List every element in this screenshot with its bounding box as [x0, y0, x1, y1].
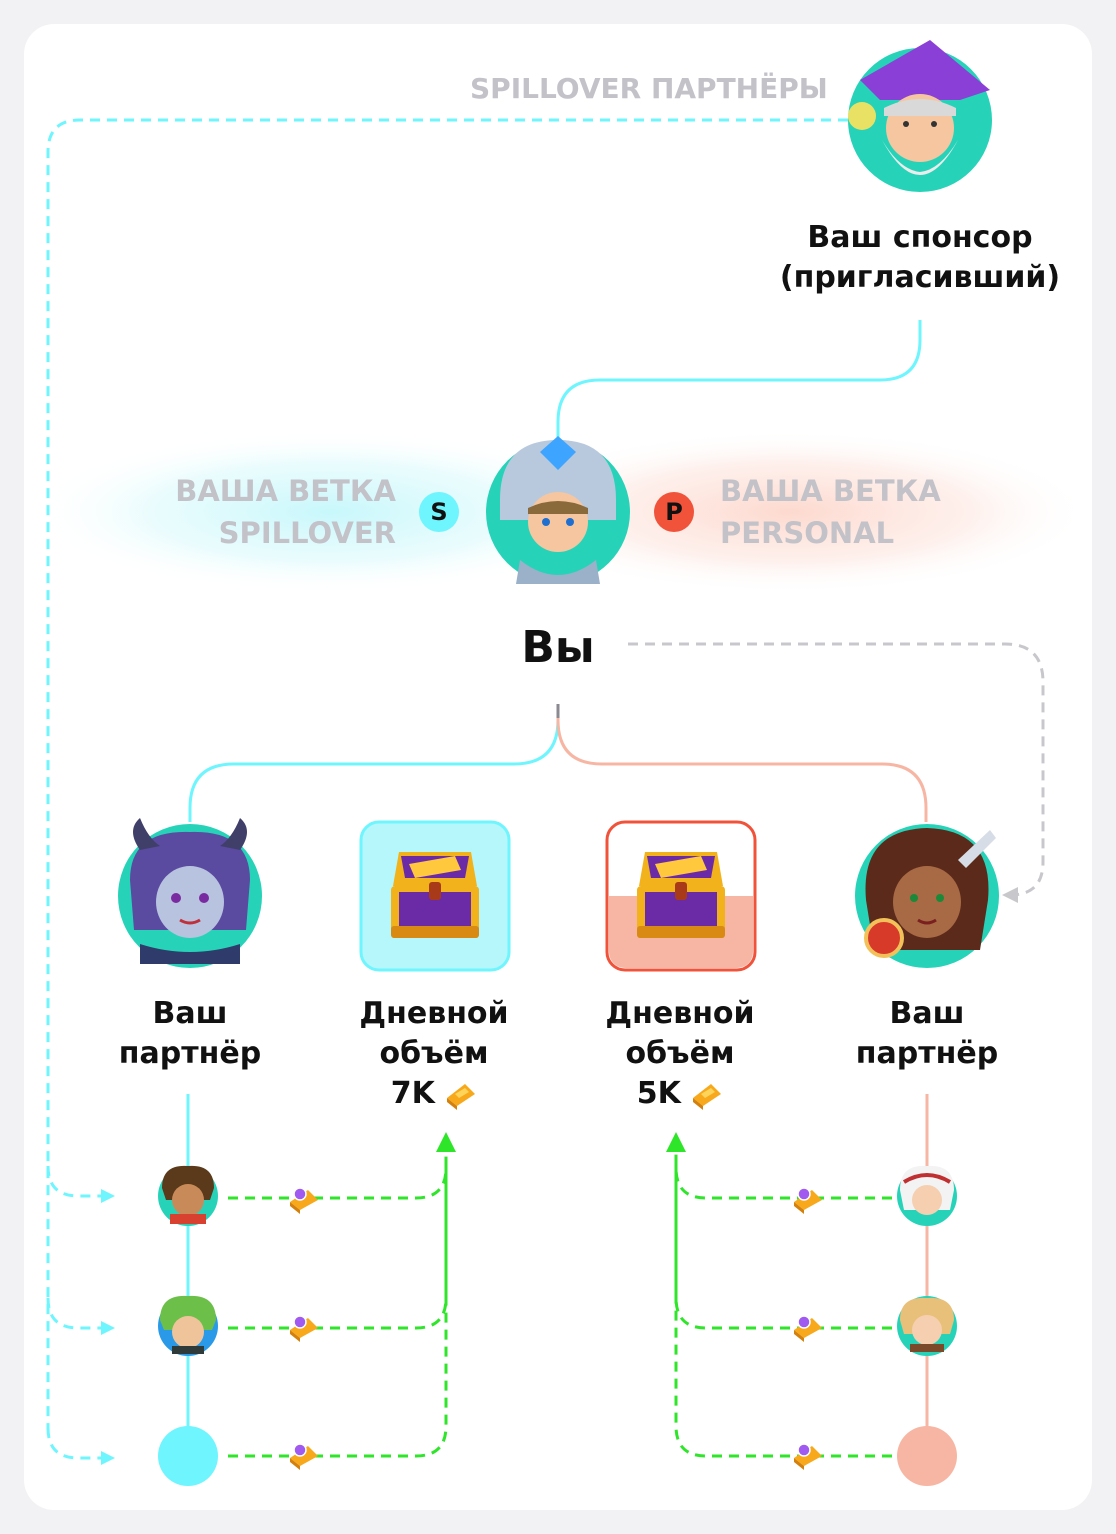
right-volume-amount-row: 5K	[580, 1074, 780, 1114]
spillover-glow	[30, 430, 630, 594]
personal-dashed-line	[628, 642, 1045, 903]
spillover-branch-line	[188, 706, 560, 822]
right-volume-flow	[674, 1146, 892, 1458]
left-partner-line1: Ваш	[152, 996, 228, 1031]
you-label: Вы	[521, 622, 595, 673]
personal-empty-slot	[897, 1426, 957, 1486]
treasure-chest-icon	[391, 852, 479, 938]
coin-icon	[794, 1315, 822, 1342]
spillover-arrow-2	[46, 1297, 115, 1335]
coin-icon	[290, 1443, 318, 1470]
coin-icon	[794, 1443, 822, 1470]
sponsor-connector	[556, 320, 922, 440]
right-volume-arrow	[666, 1132, 686, 1152]
personal-branch-line	[556, 706, 928, 822]
right-partner-label: Ваш партнёр	[827, 994, 1027, 1074]
spillover-member-avatar-icon[interactable]	[158, 1165, 218, 1226]
demon-girl-avatar-icon[interactable]	[118, 818, 262, 968]
right-volume-line1: Дневной	[605, 996, 755, 1031]
left-partner-line2: партнёр	[118, 1036, 262, 1071]
left-volume-line2: объём	[379, 1036, 489, 1071]
wizard-avatar-icon[interactable]	[848, 40, 992, 192]
personal-member-avatar-icon[interactable]	[897, 1165, 957, 1226]
coin-icon	[794, 1187, 822, 1214]
sponsor-label-line2: (пригласивший)	[779, 260, 1061, 295]
left-volume-amount-row: 7K	[334, 1074, 534, 1114]
coin-icon	[290, 1315, 318, 1342]
left-volume-amount: 7K	[390, 1076, 435, 1111]
right-volume-line2: объём	[625, 1036, 735, 1071]
personal-branch-label: ВАША ВЕТКА PERSONAL	[720, 470, 1020, 554]
spillover-arrow-1	[46, 1165, 115, 1203]
elf-warrior-avatar-icon[interactable]	[855, 824, 999, 968]
left-volume-arrow	[436, 1132, 456, 1152]
personal-member-avatar-icon[interactable]	[897, 1296, 957, 1356]
personal-glow	[490, 430, 1090, 594]
personal-badge: P	[654, 492, 694, 532]
left-partner-label: Ваш партнёр	[90, 994, 290, 1074]
spillover-branch-line1: ВАША ВЕТКА	[175, 474, 396, 508]
treasure-chest-icon	[637, 852, 725, 938]
diagram-card	[24, 24, 1092, 1510]
left-volume-line1: Дневной	[359, 996, 509, 1031]
spillover-badge: S	[419, 492, 459, 532]
personal-branch-line2: PERSONAL	[720, 516, 895, 550]
spillover-dashed-line	[46, 118, 848, 1430]
sponsor-label: Ваш спонсор (пригласивший)	[760, 218, 1080, 298]
coin-icon	[290, 1187, 318, 1214]
spillover-arrow-3	[46, 1427, 115, 1465]
sponsor-label-line1: Ваш спонсор	[807, 220, 1033, 255]
right-partner-line2: партнёр	[855, 1036, 999, 1071]
spillover-partners-label: SPILLOVER ПАРТНЁРЫ	[470, 72, 828, 105]
right-volume-label: Дневной объём 5K	[580, 994, 780, 1114]
left-volume-label: Дневной объём 7K	[334, 994, 534, 1114]
spillover-branch-label: ВАША ВЕТКА SPILLOVER	[150, 470, 396, 554]
spillover-member-avatar-icon[interactable]	[158, 1295, 218, 1356]
gold-coin-icon	[447, 1083, 476, 1110]
left-volume-flow	[228, 1146, 448, 1458]
gold-coin-icon	[693, 1083, 722, 1110]
spillover-empty-slot	[158, 1426, 218, 1486]
right-volume-amount: 5K	[636, 1076, 681, 1111]
spillover-branch-line2: SPILLOVER	[218, 516, 396, 550]
knight-avatar-icon[interactable]	[486, 436, 630, 584]
personal-branch-line1: ВАША ВЕТКА	[720, 474, 941, 508]
right-partner-line1: Ваш	[889, 996, 965, 1031]
